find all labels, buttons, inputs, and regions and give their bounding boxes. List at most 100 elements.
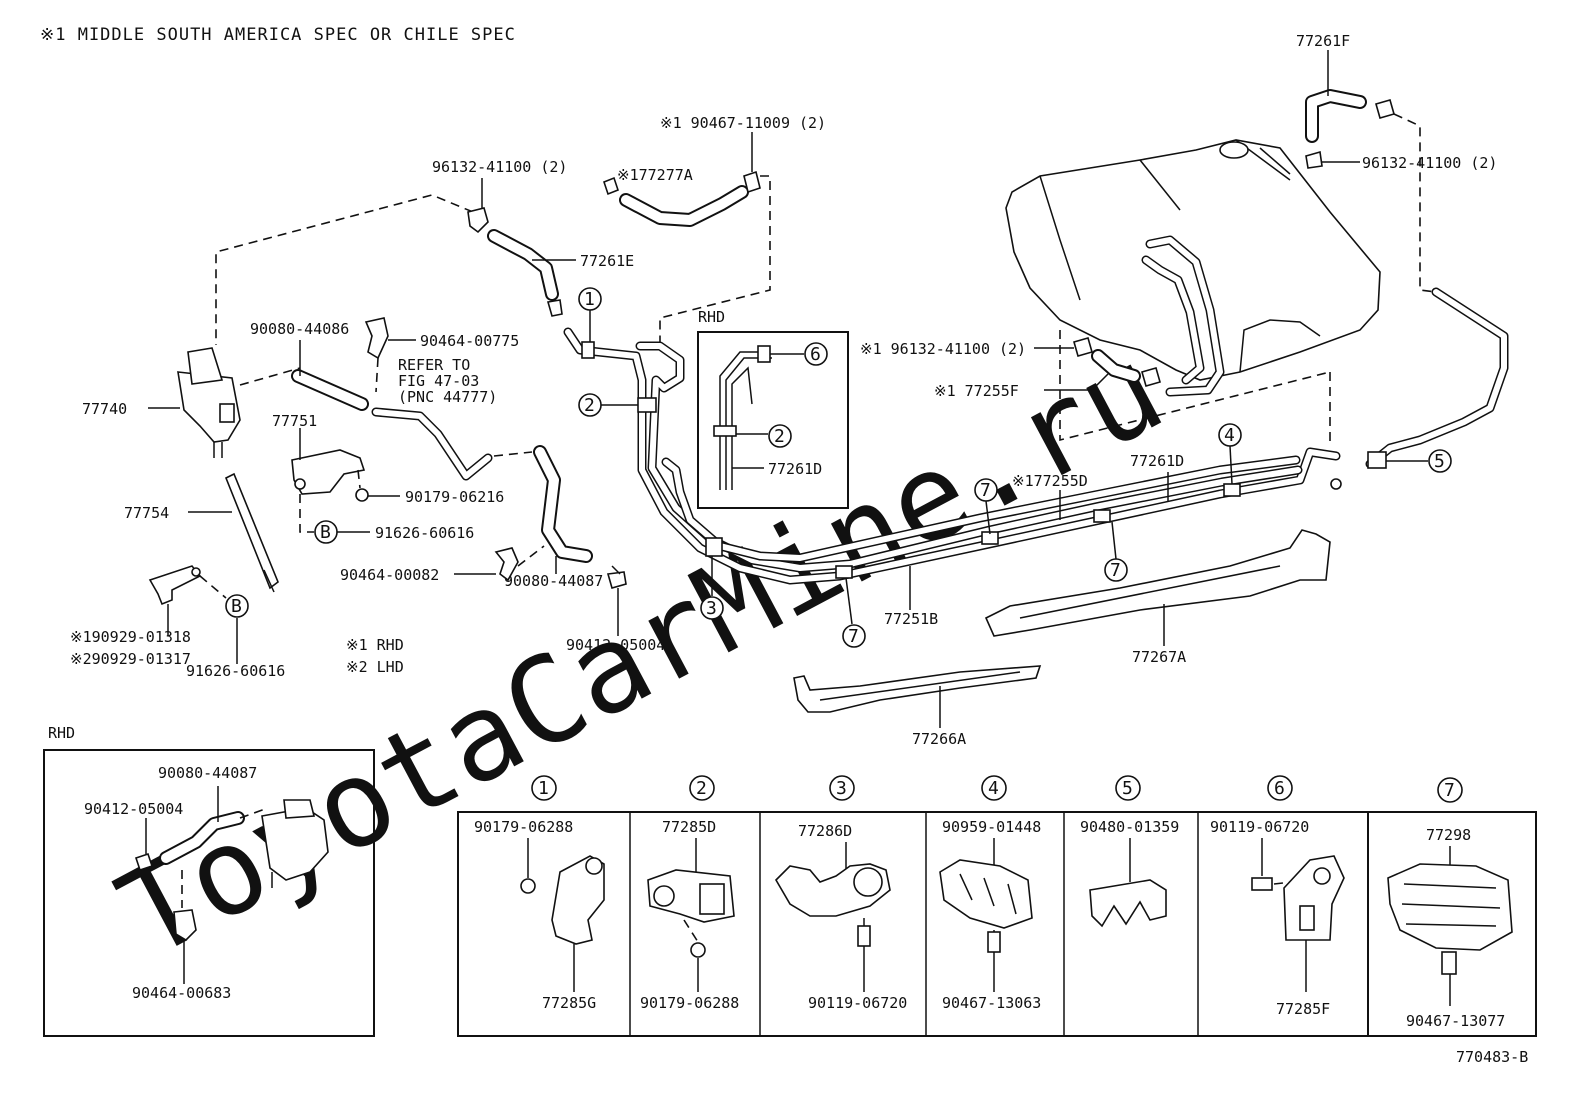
refer-note-2: FIG 47-03 — [398, 372, 479, 390]
clamp-3-on-pipe[interactable] — [705, 537, 723, 557]
rhd-hose-90080-44087[interactable] — [159, 811, 245, 865]
detail-7-clamp-77298[interactable] — [1387, 863, 1513, 951]
clamp-96132-top-right-a[interactable] — [1375, 99, 1395, 119]
detail-4-top-label: 90959-01448 — [942, 818, 1041, 836]
nut-90179-06216[interactable] — [355, 488, 369, 502]
detail-7-number: 7 — [1444, 780, 1455, 801]
label-77261E: 77261E — [580, 252, 634, 270]
detail-2-nut[interactable] — [690, 942, 706, 958]
pipe-end-fitting[interactable] — [1330, 478, 1342, 490]
label-77261F: 77261F — [1296, 32, 1350, 50]
label-90929-01317: ※290929-01317 — [70, 650, 191, 668]
detail-4-clamp-90959-01448[interactable] — [939, 859, 1033, 929]
clip-90412-05004[interactable] — [606, 565, 627, 589]
bracket-77751[interactable] — [291, 449, 366, 495]
protector-77267A[interactable] — [984, 529, 1331, 637]
legend-rhd: ※1 RHD — [346, 636, 404, 654]
detail-2-number-circle — [689, 775, 715, 801]
label-90179-06216: 90179-06216 — [405, 488, 504, 506]
label-91626-60616-a: 91626-60616 — [375, 524, 474, 542]
protector-77266A[interactable] — [793, 665, 1042, 713]
label-90412-05004: 90412-05004 — [566, 636, 665, 654]
detail-5-number: 5 — [1122, 778, 1133, 799]
clamp-7-c-on-pipe[interactable] — [1093, 509, 1111, 523]
callout-2-left-text: 2 — [584, 395, 595, 416]
rhd-label-90412-05004: 90412-05004 — [84, 800, 183, 818]
rhd-clip-90412-05004[interactable] — [134, 852, 154, 872]
vapor-pipe-77255D[interactable] — [661, 455, 1301, 563]
bracket-90929[interactable] — [148, 565, 202, 606]
rhd-label-90464-00683: 90464-00683 — [132, 984, 231, 1002]
detail-4-number-circle — [981, 775, 1007, 801]
clamp-7-a-on-pipe[interactable] — [835, 565, 853, 579]
label-90080-44086: 90080-44086 — [250, 320, 349, 338]
detail-3-number: 3 — [836, 778, 847, 799]
rhd-canister[interactable] — [261, 799, 329, 888]
legend-lhd: ※2 LHD — [346, 658, 404, 676]
rod-77754[interactable] — [224, 472, 279, 593]
callout-7-a-text: 7 — [848, 626, 859, 647]
label-77266A: 77266A — [912, 730, 966, 748]
callout-2-rhd-text: 2 — [774, 426, 785, 447]
clamp-1-on-pipe[interactable] — [581, 341, 595, 359]
detail-2-bottom-label: 90179-06288 — [640, 994, 739, 1012]
spec-note: ※1 MIDDLE SOUTH AMERICA SPEC OR CHILE SP… — [40, 25, 516, 45]
callout-7-c-text: 7 — [1110, 560, 1121, 581]
label-77251B: 77251B — [884, 610, 938, 628]
hose-77255F[interactable] — [1073, 337, 1161, 387]
detail-3-bolt[interactable] — [857, 925, 871, 947]
clamp-4-on-pipe[interactable] — [1223, 483, 1241, 497]
label-77267A: 77267A — [1132, 648, 1186, 666]
label-77277A: ※177277A — [617, 166, 693, 184]
detail-3-clamp-77286D[interactable] — [774, 863, 891, 917]
rhd-box-title: RHD — [48, 724, 75, 742]
detail-7-clip[interactable] — [1441, 951, 1457, 975]
callout-3 — [700, 596, 724, 620]
detail-5-top-label: 90480-01359 — [1080, 818, 1179, 836]
hose-77277A[interactable] — [603, 170, 761, 227]
clip-77261E[interactable] — [546, 299, 563, 317]
detail-1-clamp-77285G[interactable] — [520, 855, 605, 945]
detail-6-top-label: 90119-06720 — [1210, 818, 1309, 836]
rhd-detail-box — [697, 331, 849, 509]
hose-90080-44086[interactable] — [291, 369, 369, 411]
clamp-5-on-pipe[interactable] — [1367, 451, 1387, 469]
detail-1-top-label: 90179-06288 — [474, 818, 573, 836]
tank-sender-pipes[interactable] — [1141, 235, 1225, 397]
detail-4-clip[interactable] — [987, 931, 1001, 953]
main-fuel-pipe-77251B[interactable] — [563, 327, 1341, 585]
hose-90080-44087[interactable] — [533, 445, 593, 563]
detail-6-number: 6 — [1274, 778, 1285, 799]
label-90929-01318: ※190929-01318 — [70, 628, 191, 646]
filler-vent-pipe[interactable] — [1365, 287, 1509, 469]
hose-77261F[interactable] — [1305, 89, 1367, 143]
vapor-pipe[interactable] — [371, 407, 493, 481]
clamp-90464-00082[interactable] — [494, 547, 519, 582]
detail-1-number: 1 — [538, 778, 549, 799]
hose-77261E[interactable] — [487, 229, 559, 301]
detail-6-bolt[interactable] — [1251, 877, 1273, 891]
detail-7-top-label: 77298 — [1426, 826, 1471, 844]
detail-6-clamp-77285F[interactable] — [1283, 855, 1345, 941]
label-77261D-main: 77261D — [1130, 452, 1184, 470]
clamp-90464-00775[interactable] — [364, 317, 389, 360]
label-77751: 77751 — [272, 412, 317, 430]
callout-5 — [1428, 449, 1452, 473]
detail-4-number: 4 — [988, 778, 999, 799]
detail-4-bottom-label: 90467-13063 — [942, 994, 1041, 1012]
clamp-96132-top-right-b[interactable] — [1305, 150, 1323, 169]
clamp-96132-top-left[interactable] — [467, 207, 489, 234]
detail-6-number-circle — [1267, 775, 1293, 801]
label-90467-11009: ※1 90467-11009 (2) — [660, 114, 826, 132]
canister-assembly[interactable] — [177, 194, 474, 458]
callout-6-text: 6 — [810, 344, 821, 365]
rhd-clamp-90464-00683[interactable] — [173, 909, 197, 942]
rhd-detail-pipes[interactable] — [713, 345, 772, 490]
callout-3-text: 3 — [706, 598, 717, 619]
detail-5-clamp-90480-01359[interactable] — [1089, 879, 1167, 928]
detail-2-clamp-77285D[interactable] — [647, 869, 735, 923]
label-77255D: ※177255D — [1012, 472, 1088, 490]
detail-5-number-circle — [1115, 775, 1141, 801]
clamp-2-on-pipe[interactable] — [637, 397, 657, 413]
